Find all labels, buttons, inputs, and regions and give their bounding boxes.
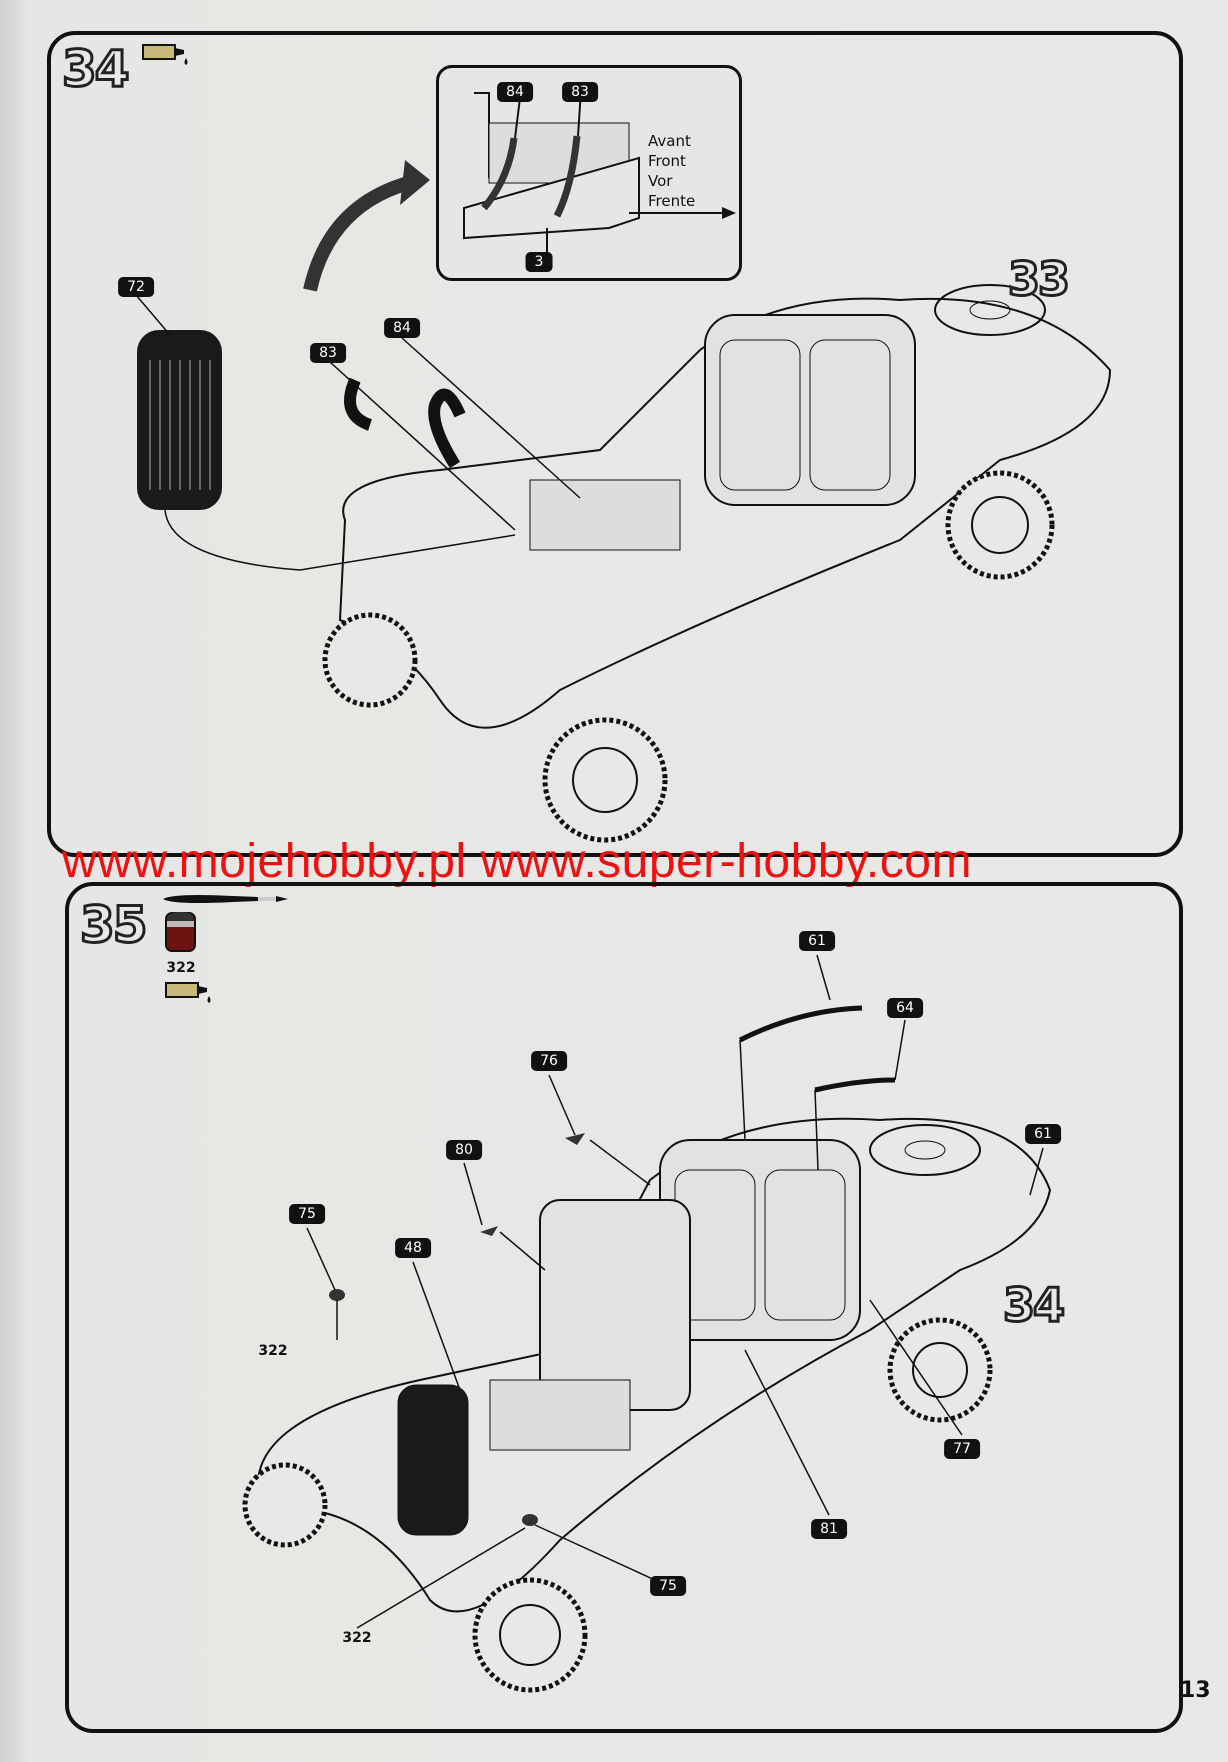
part-label-83: 83 <box>310 343 346 363</box>
part-label-84: 84 <box>497 82 533 102</box>
step-number: 34 <box>61 39 132 100</box>
paint-ref-322: 322 <box>258 1343 288 1359</box>
page-number: 13 <box>1180 1678 1211 1703</box>
step-34-panel <box>47 31 1183 857</box>
step-35-panel <box>65 882 1183 1733</box>
engine-hose-detail-drawing <box>463 89 736 253</box>
subassembly-number: 33 <box>1006 251 1071 308</box>
part-label-72: 72 <box>118 277 154 297</box>
watermark: www.mojehobby.pl www.super-hobby.com <box>62 835 972 888</box>
part-label-76: 76 <box>531 1051 567 1071</box>
part-label-3: 3 <box>525 252 553 272</box>
part-label-83: 83 <box>562 82 598 102</box>
step-34-car-drawing <box>135 160 1112 843</box>
direction-labels: Avant Front Vor Frente <box>648 131 695 211</box>
step-number: 35 <box>79 895 150 956</box>
direction-es: Frente <box>648 192 696 210</box>
direction-de: Vor <box>648 172 673 190</box>
part-label-64: 64 <box>887 998 923 1018</box>
paint-ref-322: 322 <box>342 1630 372 1646</box>
part-label-81: 81 <box>811 1519 847 1539</box>
direction-fr: Avant <box>648 132 691 150</box>
part-label-77: 77 <box>944 1439 980 1459</box>
direction-en: Front <box>648 152 686 170</box>
subassembly-number: 34 <box>1001 1277 1066 1334</box>
part-label-80: 80 <box>446 1140 482 1160</box>
part-label-48: 48 <box>395 1238 431 1258</box>
radiator-grille <box>397 1384 469 1536</box>
part-label-75: 75 <box>289 1204 325 1224</box>
part-label-84: 84 <box>384 318 420 338</box>
part-label-61: 61 <box>799 931 835 951</box>
part-label-61: 61 <box>1025 1124 1061 1144</box>
arrow-curve-icon <box>303 173 422 292</box>
paint-code: 322 <box>166 960 196 976</box>
part-label-75: 75 <box>650 1576 686 1596</box>
